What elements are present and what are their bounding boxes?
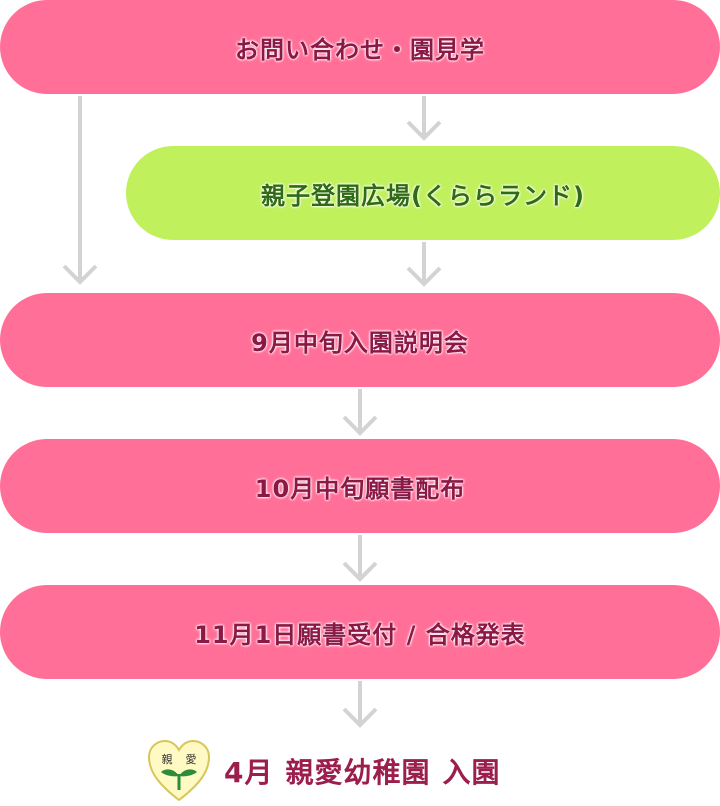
- logo-char-2: 愛: [186, 753, 197, 766]
- step-plaza-label: 親子登園広場(くららランド): [261, 181, 585, 210]
- final-text: 4月親愛幼稚園入園: [224, 751, 501, 791]
- step-distribution-label: 10月中旬願書配布: [254, 474, 466, 503]
- step-application-distribution: 10月中旬願書配布: [0, 439, 720, 533]
- final-month: 4月: [224, 756, 274, 789]
- step-plaza: 親子登園広場(くららランド): [126, 146, 720, 240]
- final-enrollment: 親 愛 4月親愛幼稚園入園: [146, 736, 501, 806]
- logo-char-1: 親: [162, 753, 173, 766]
- school-logo-heart-icon: 親 愛: [147, 739, 211, 802]
- step-briefing: 9月中旬入園説明会: [0, 293, 720, 387]
- step-acceptance: 11月1日願書受付 / 合格発表: [0, 585, 720, 679]
- arrow-inquiry-to-briefing: [62, 96, 98, 285]
- final-action: 入園: [442, 756, 501, 789]
- arrow-distribution-to-acceptance: [342, 535, 378, 582]
- arrow-briefing-to-distribution: [342, 389, 378, 436]
- step-inquiry: お問い合わせ・園見学: [0, 0, 720, 94]
- arrow-plaza-to-briefing: [406, 242, 442, 287]
- arrow-acceptance-to-enrollment: [342, 681, 378, 728]
- step-briefing-label: 9月中旬入園説明会: [251, 328, 469, 357]
- step-acceptance-label: 11月1日願書受付 / 合格発表: [194, 620, 526, 649]
- final-school: 親愛幼稚園: [285, 756, 431, 789]
- arrow-inquiry-to-plaza: [406, 96, 442, 141]
- step-inquiry-label: お問い合わせ・園見学: [235, 35, 485, 64]
